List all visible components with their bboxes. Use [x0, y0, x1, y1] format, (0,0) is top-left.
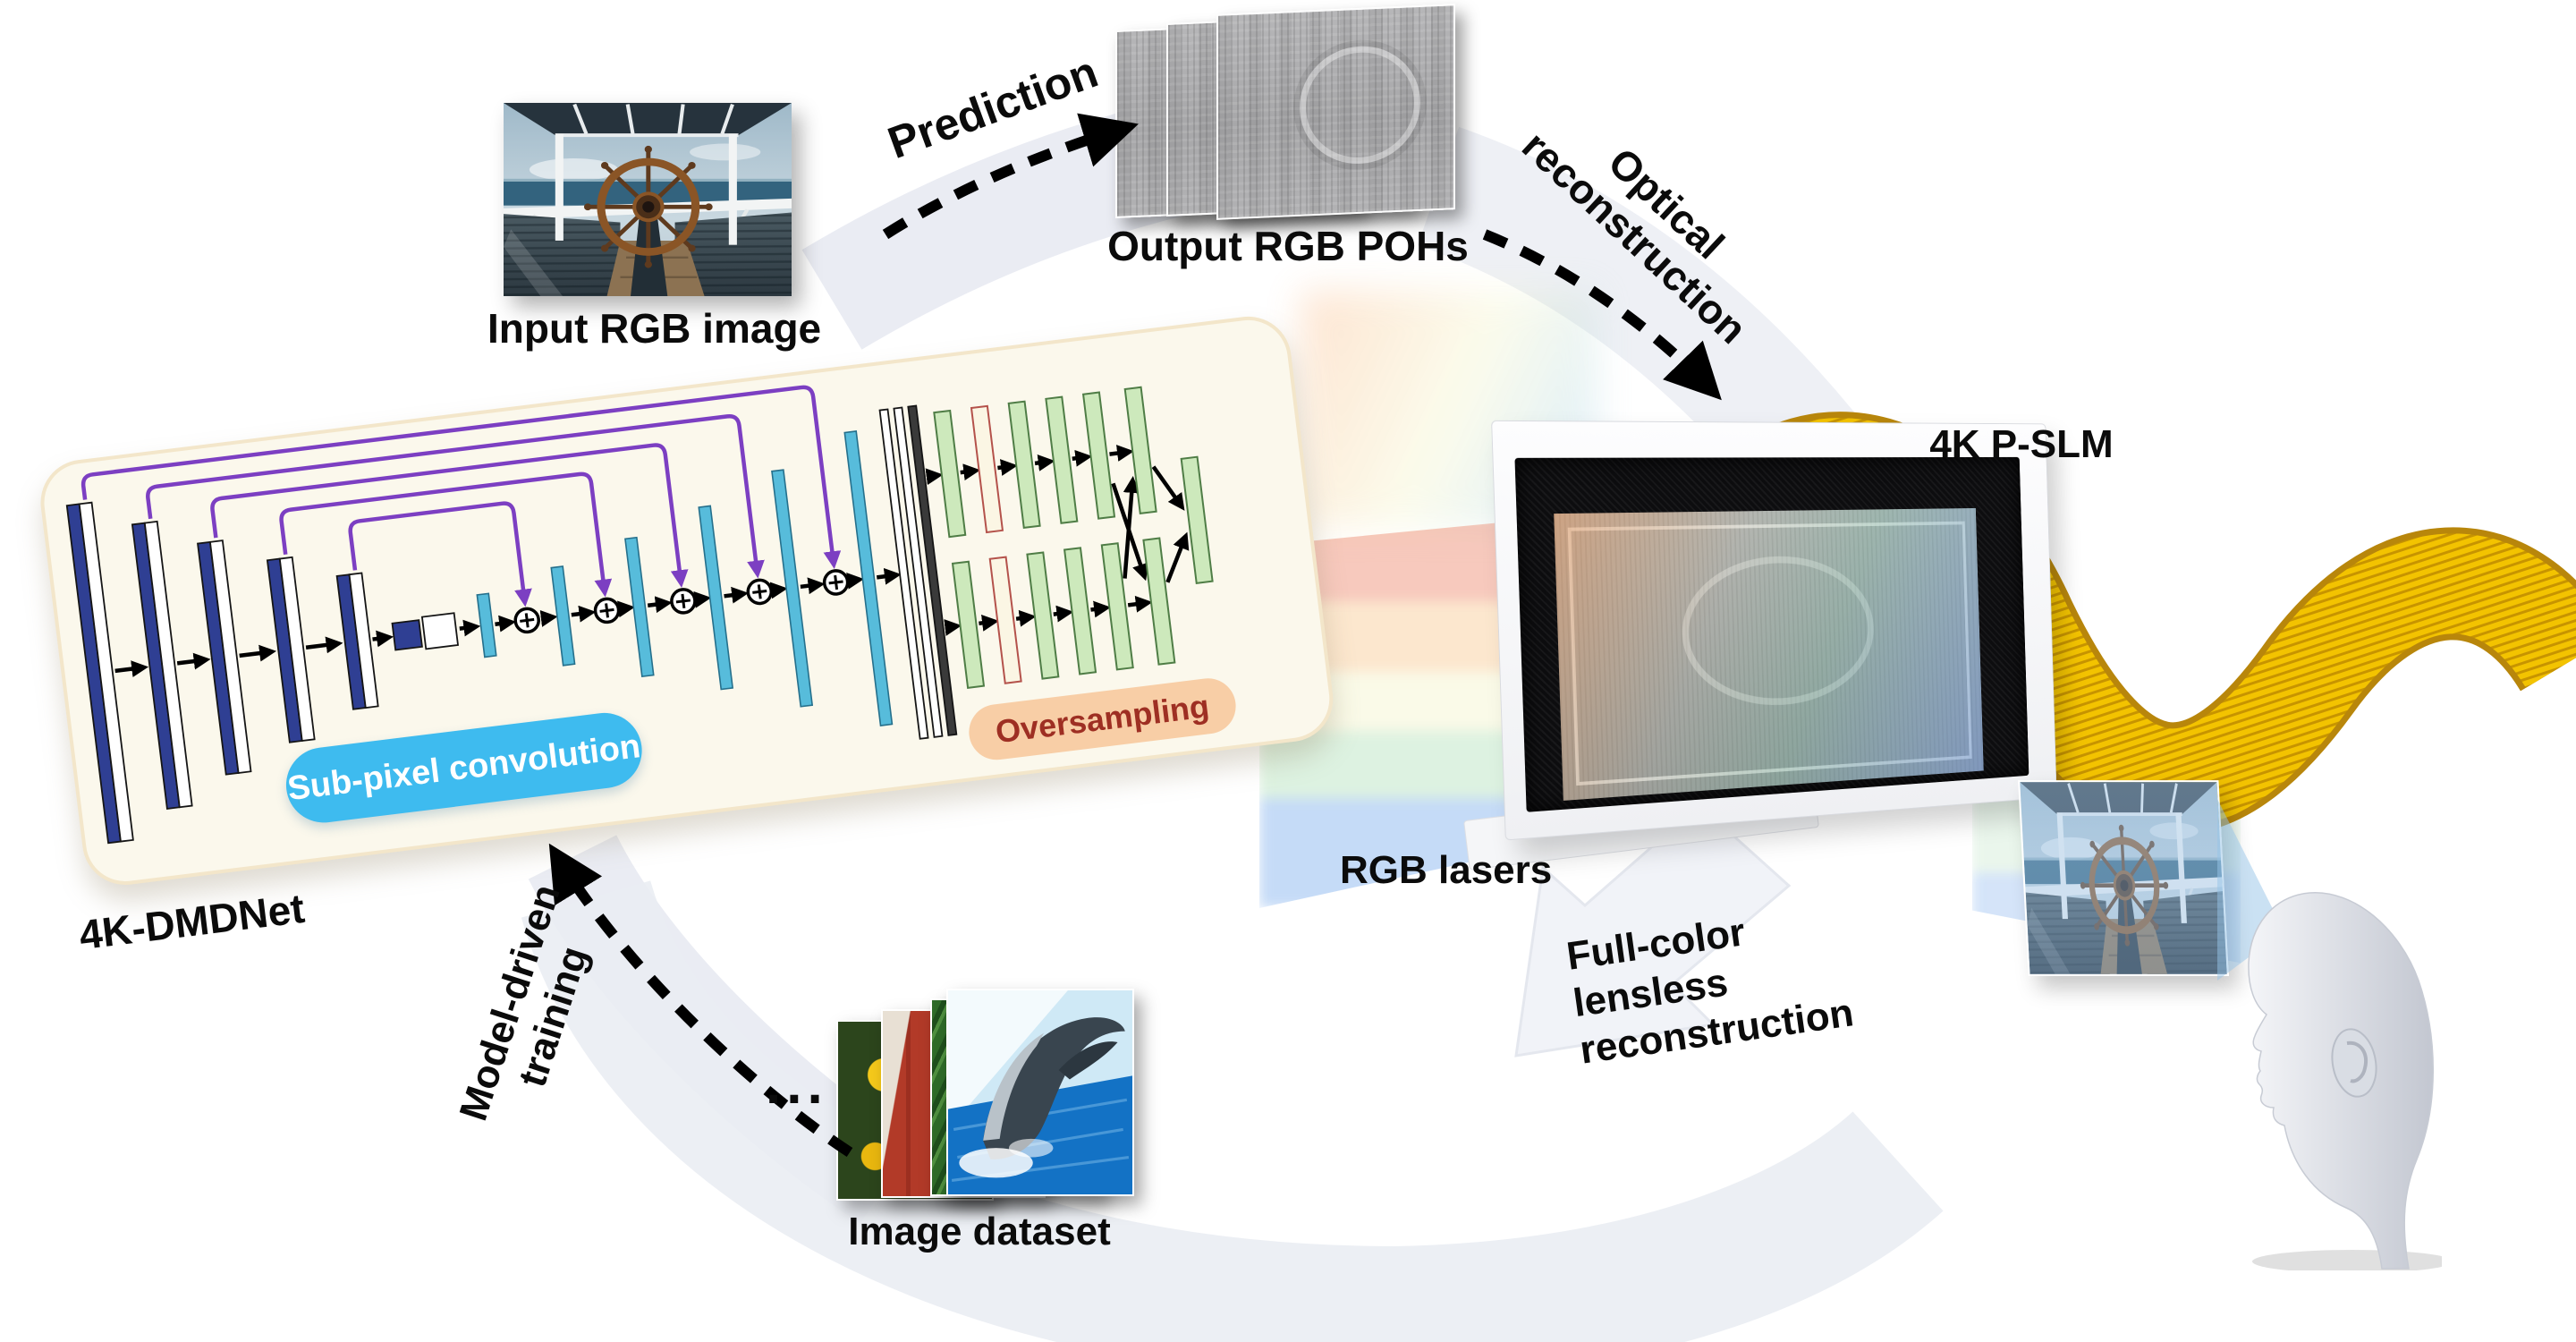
white-feature-bars — [78, 406, 944, 843]
dark-feature-bar — [907, 404, 958, 736]
output-pohs-label: Output RGB POHs — [1107, 223, 1469, 269]
unet-architecture — [65, 385, 1214, 845]
oversampling-bars — [933, 386, 1214, 689]
big-flow-arrow — [1514, 803, 1792, 1057]
model-driven-training-arrow — [548, 843, 853, 1158]
prediction-arrow — [882, 113, 1139, 240]
encoder-bars — [65, 503, 423, 845]
dataset-photo-whale — [946, 989, 1134, 1196]
dmdnet-panel: Sub-pixel convolution Oversampling — [36, 311, 1338, 890]
head-ear — [2331, 1028, 2377, 1098]
optical-reconstruction-arrow — [1482, 229, 1722, 401]
skip-connections — [80, 385, 842, 607]
flow-arrows — [114, 445, 1190, 677]
decoder-bars — [476, 430, 894, 726]
dataset-ellipsis: ... — [766, 1054, 828, 1116]
cycle-swoosh-arc — [521, 879, 1944, 1342]
skip-sum-nodes — [513, 569, 850, 634]
slm-label: 4K P-SLM — [1929, 422, 2114, 466]
rgb-lasers-label: RGB lasers — [1340, 848, 1553, 892]
input-image-label: Input RGB image — [487, 305, 822, 352]
image-dataset-label: Image dataset — [848, 1210, 1111, 1253]
viewer-head-model — [2248, 892, 2442, 1270]
